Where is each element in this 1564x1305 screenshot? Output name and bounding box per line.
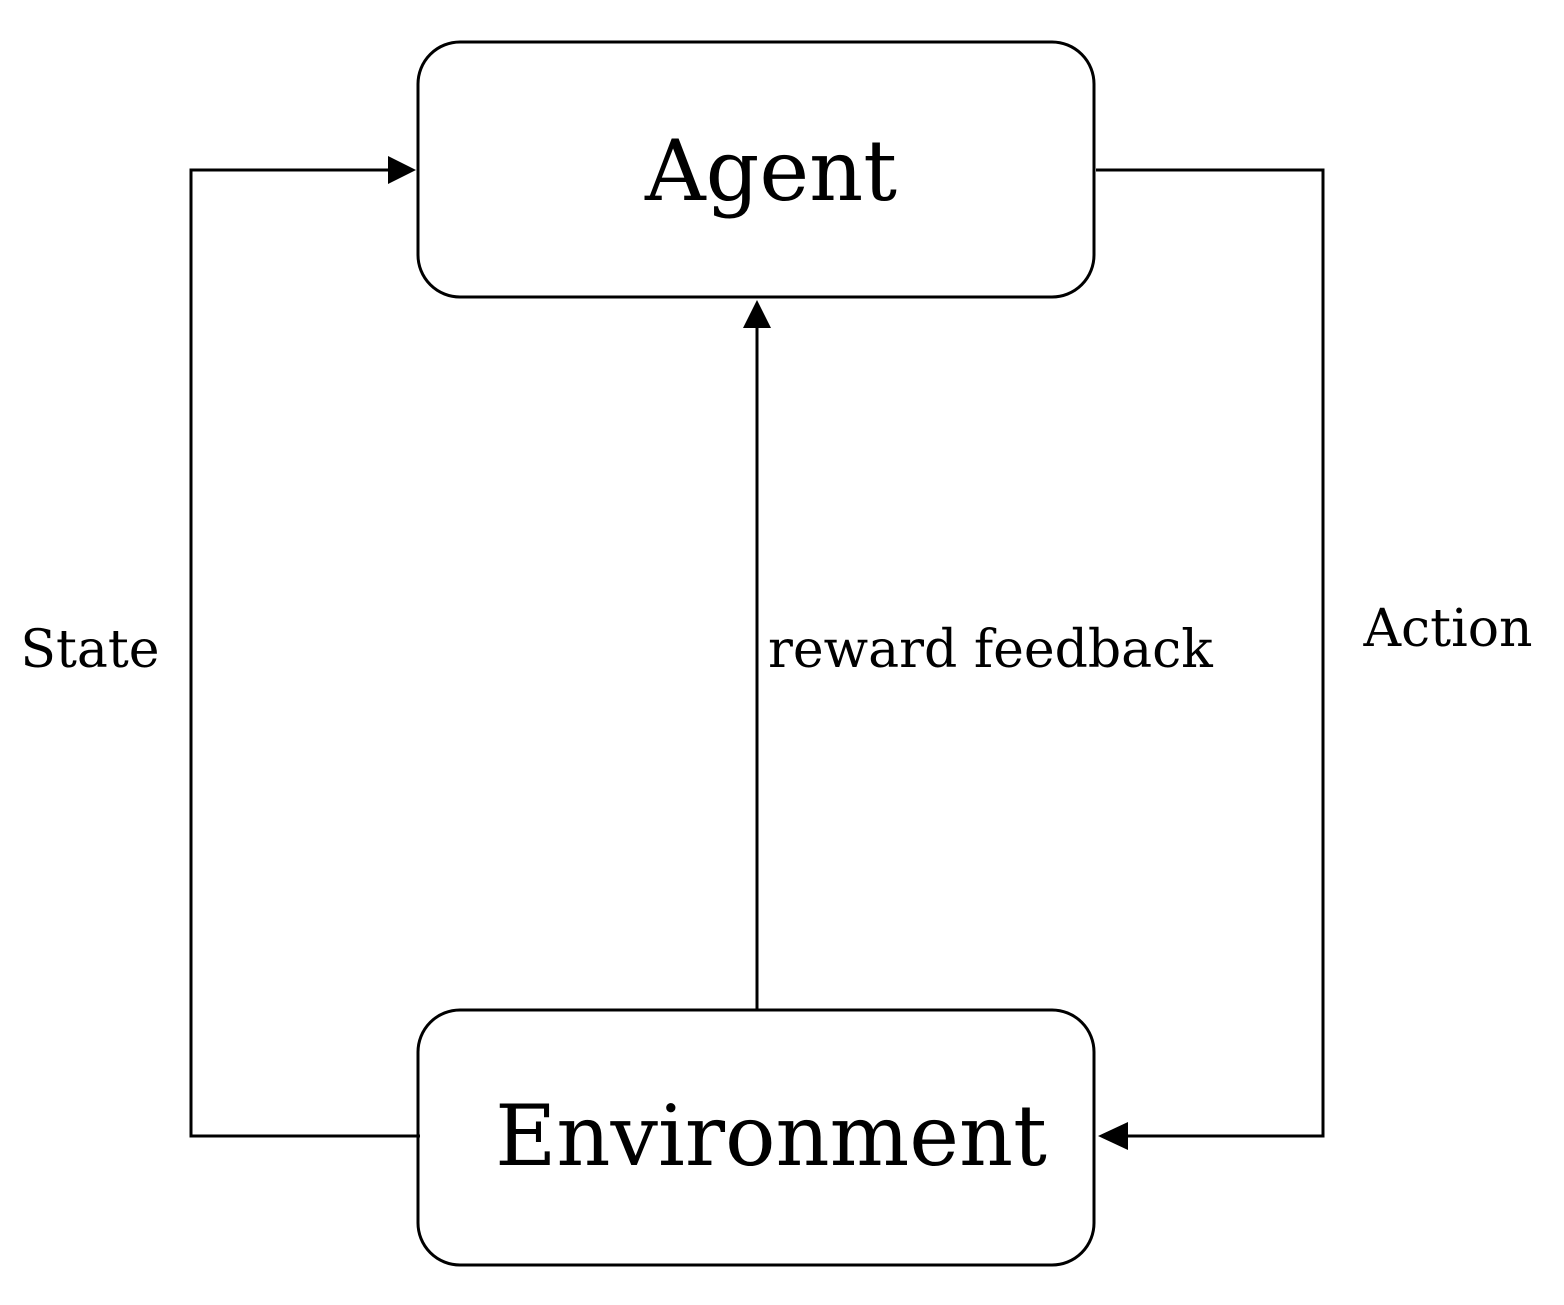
reward-label: reward feedback [768, 620, 1213, 680]
action-arrowhead [1098, 1122, 1128, 1150]
agent-box [416, 40, 1096, 299]
environment-node: Environment [416, 1008, 1096, 1267]
reward-arrowhead [743, 300, 771, 328]
action-arrow-line [1096, 168, 1325, 1138]
environment-label: Environment [495, 1087, 1047, 1185]
reward-edge: reward feedback [743, 300, 1213, 1010]
state-edge: State [20, 156, 420, 1138]
agent-label: Agent [644, 122, 897, 220]
state-arrow-line [189, 168, 420, 1138]
state-arrowhead [388, 156, 416, 184]
action-edge: Action [1096, 168, 1533, 1150]
state-label: State [20, 620, 159, 680]
agent-node: Agent [416, 40, 1096, 299]
action-label: Action [1363, 599, 1533, 659]
